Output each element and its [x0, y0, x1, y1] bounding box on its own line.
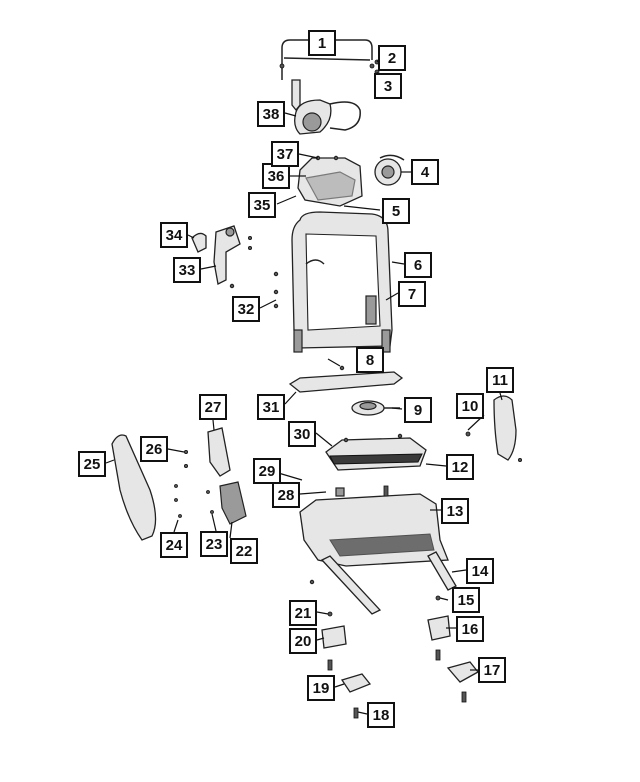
callout-32[interactable]: 32 [232, 296, 260, 322]
callout-27[interactable]: 27 [199, 394, 227, 420]
callout-25[interactable]: 25 [78, 451, 106, 477]
fasteners-32-part [229, 271, 279, 309]
callout-23[interactable]: 23 [200, 531, 228, 557]
callout-16[interactable]: 16 [456, 616, 484, 642]
callout-17[interactable]: 17 [478, 657, 506, 683]
callout-28[interactable]: 28 [272, 482, 300, 508]
callout-30[interactable]: 30 [288, 421, 316, 447]
callout-10[interactable]: 10 [456, 393, 484, 419]
callout-26[interactable]: 26 [140, 436, 168, 462]
callout-12[interactable]: 12 [446, 454, 474, 480]
seatback-frame-part [291, 211, 393, 353]
bolts-part [309, 485, 467, 719]
seat-crossbar-part [288, 365, 404, 393]
callout-7[interactable]: 7 [398, 281, 426, 307]
seatback-motor-part [374, 154, 405, 186]
callout-20[interactable]: 20 [289, 628, 317, 654]
inner-shield-part [207, 427, 247, 525]
callout-29[interactable]: 29 [253, 458, 281, 484]
seat-pan-mechanism-part [325, 433, 427, 471]
seat-motor-gear-part [351, 400, 400, 416]
seatback-panel-part [297, 155, 363, 207]
callout-37[interactable]: 37 [271, 141, 299, 167]
callout-4[interactable]: 4 [411, 159, 439, 185]
callout-15[interactable]: 15 [452, 587, 480, 613]
callout-9[interactable]: 9 [404, 397, 432, 423]
side-bracket-right-part [465, 395, 523, 462]
track-covers-part [321, 611, 479, 693]
small-fasteners-part [174, 449, 214, 518]
callout-6[interactable]: 6 [404, 252, 432, 278]
callout-19[interactable]: 19 [307, 675, 335, 701]
callout-36[interactable]: 36 [262, 163, 290, 189]
callout-3[interactable]: 3 [374, 73, 402, 99]
callout-22[interactable]: 22 [230, 538, 258, 564]
seat-tracks-part [320, 551, 457, 615]
lumbar-assembly-part [291, 79, 361, 135]
callout-5[interactable]: 5 [382, 198, 410, 224]
callout-2[interactable]: 2 [378, 45, 406, 71]
outer-shield-part [111, 434, 157, 541]
callout-11[interactable]: 11 [486, 367, 514, 393]
callout-24[interactable]: 24 [160, 532, 188, 558]
callout-8[interactable]: 8 [356, 347, 384, 373]
callout-21[interactable]: 21 [289, 600, 317, 626]
callout-33[interactable]: 33 [173, 257, 201, 283]
callout-14[interactable]: 14 [466, 558, 494, 584]
callout-35[interactable]: 35 [248, 192, 276, 218]
seat-cushion-frame-part [299, 487, 449, 567]
callout-1[interactable]: 1 [308, 30, 336, 56]
callout-18[interactable]: 18 [367, 702, 395, 728]
callout-13[interactable]: 13 [441, 498, 469, 524]
callout-38[interactable]: 38 [257, 101, 285, 127]
callout-31[interactable]: 31 [257, 394, 285, 420]
recliner-bracket-part [191, 225, 252, 285]
callout-34[interactable]: 34 [160, 222, 188, 248]
